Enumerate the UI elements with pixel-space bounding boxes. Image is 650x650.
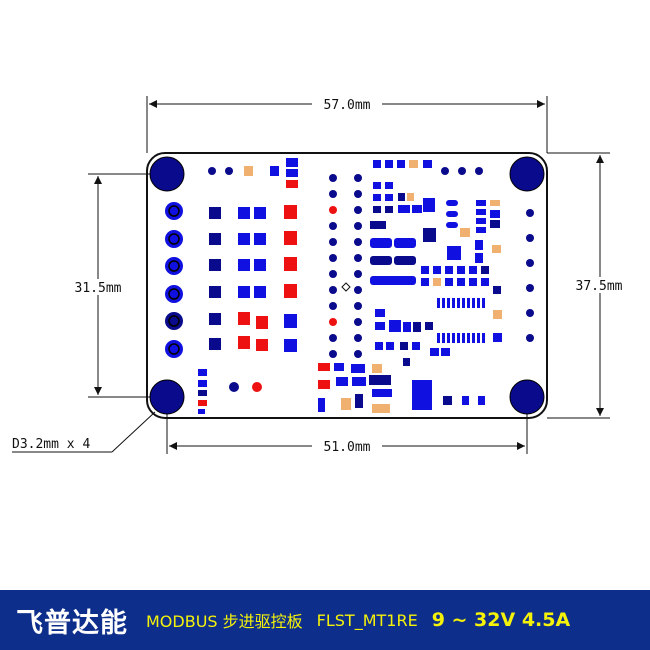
header-pins xyxy=(329,174,362,358)
dimension-board-height: 37.5mm xyxy=(547,152,630,419)
mounting-hole-top-right xyxy=(509,156,545,192)
pcb-drawing: 57.0mm 51.0mm 37.5mm 31.5mm D3.2mm x 4 xyxy=(12,96,630,455)
dimension-hole-spacing-x: 51.0mm xyxy=(166,400,528,455)
hole-note-label: D3.2mm x 4 xyxy=(12,437,90,452)
mounting-hole-bottom-left xyxy=(149,379,185,415)
power-section xyxy=(318,363,485,413)
product-name: MODBUS 步进驱控板 xyxy=(146,612,303,631)
hole-spacing-y-label: 31.5mm xyxy=(75,281,122,296)
right-connector xyxy=(526,209,534,342)
mounting-hole-bottom-right xyxy=(509,379,545,415)
terminal-connector xyxy=(165,202,183,358)
dimension-board-width: 57.0mm xyxy=(146,96,548,153)
hole-spacing-x-label: 51.0mm xyxy=(324,440,371,455)
board-width-label: 57.0mm xyxy=(324,98,371,113)
footer-banner: 飞普达能 MODBUS 步进驱控板 FLST_MT1RE 9 ~ 32V 4.5… xyxy=(0,590,650,650)
board-height-label: 37.5mm xyxy=(576,279,623,294)
brand-name: 飞普达能 xyxy=(16,607,128,639)
hole-note: D3.2mm x 4 xyxy=(12,411,156,453)
power-spec: 9 ~ 32V 4.5A xyxy=(431,609,571,631)
dimension-hole-spacing-y: 31.5mm xyxy=(68,173,167,398)
component-pads xyxy=(198,158,298,414)
mcu-area xyxy=(370,160,502,366)
mounting-hole-top-left xyxy=(149,156,185,192)
model-number: FLST_MT1RE xyxy=(316,610,418,630)
